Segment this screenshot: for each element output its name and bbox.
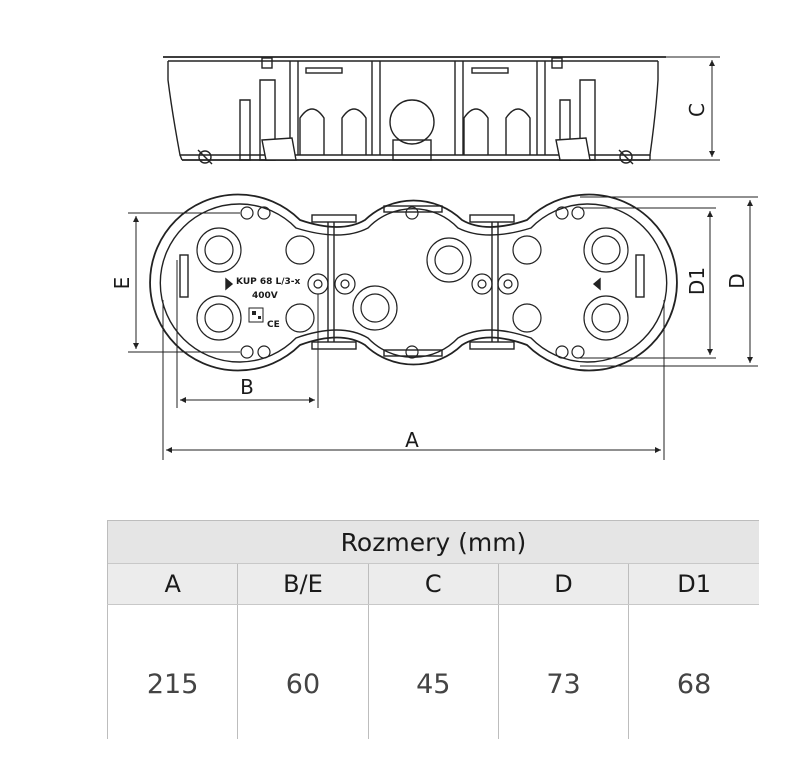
dimensions-table: Rozmery (mm) A B/E C D D1 215 60 45 73 6… bbox=[106, 520, 759, 739]
product-label: KUP 68 L/3-x bbox=[236, 277, 301, 287]
dimension-label-c: C bbox=[685, 103, 709, 117]
top-view bbox=[149, 193, 678, 372]
column-header-d1: D1 bbox=[628, 563, 759, 605]
dimension-lines bbox=[128, 56, 758, 460]
value-c: 45 bbox=[367, 604, 499, 739]
table-title: Rozmery (mm) bbox=[107, 520, 759, 564]
value-d: 73 bbox=[497, 604, 629, 739]
dimension-label-a: A bbox=[405, 428, 419, 452]
technical-drawing: KUP 68 L/3-x 400V CE A B C D D1 E bbox=[110, 56, 758, 460]
dimension-label-d: D bbox=[725, 273, 749, 288]
value-a: 215 bbox=[106, 604, 238, 739]
dimension-label-e: E bbox=[110, 277, 134, 290]
column-header-be: B/E bbox=[237, 563, 369, 605]
dimension-label-d1: D1 bbox=[685, 267, 709, 295]
column-header-a: A bbox=[106, 563, 238, 605]
column-header-c: C bbox=[367, 563, 499, 605]
side-view bbox=[163, 56, 666, 165]
column-header-d: D bbox=[497, 563, 629, 605]
voltage-label: 400V bbox=[252, 291, 278, 301]
value-be: 60 bbox=[237, 604, 369, 739]
dimension-label-b: B bbox=[240, 375, 254, 399]
ce-mark: CE bbox=[267, 320, 280, 330]
value-d1: 68 bbox=[628, 604, 759, 739]
